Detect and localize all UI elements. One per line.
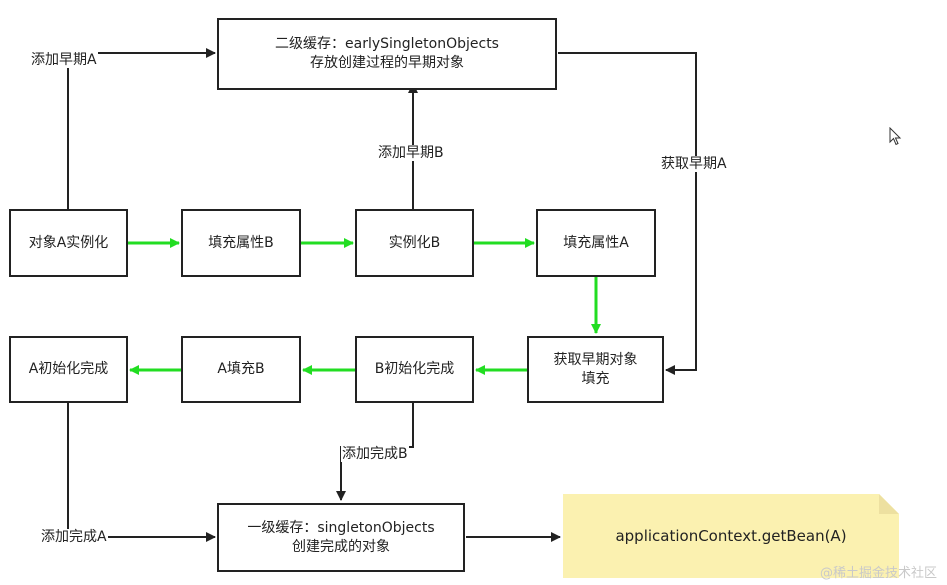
a-fill-b-label: A填充B <box>217 361 265 377</box>
edge-label-add-early-b: 添加早期B <box>377 145 445 161</box>
get-early-fill-box: 获取早期对象 填充 <box>527 336 664 403</box>
edge-label-add-done-b: 添加完成B <box>341 446 409 462</box>
fill-a-box: 填充属性A <box>536 209 656 277</box>
fill-b-box: 填充属性B <box>181 209 301 277</box>
edge-label-add-early-a: 添加早期A <box>30 52 98 68</box>
instantiate-a-box: 对象A实例化 <box>9 209 128 277</box>
mouse-cursor-icon <box>889 127 902 146</box>
edge-instantiate-a-to-cache-l2 <box>67 48 216 209</box>
note-text: applicationContext.getBean(A) <box>615 527 847 545</box>
cache-l1-title: 一级缓存：singletonObjects <box>247 519 435 536</box>
cache-l2-box: 二级缓存：earlySingletonObjects 存放创建过程的早期对象 <box>217 18 557 90</box>
fill-a-label: 填充属性A <box>563 234 629 251</box>
watermark: @稀土掘金技术社区 <box>819 566 937 581</box>
instantiate-a-label: 对象A实例化 <box>28 234 109 251</box>
edge-a-done-to-cache-l1 <box>67 403 216 542</box>
get-early-fill-line2: 填充 <box>581 370 610 387</box>
cache-l1-desc: 创建完成的对象 <box>292 538 390 555</box>
note-shape <box>563 494 899 578</box>
cache-l2-desc: 存放创建过程的早期对象 <box>310 55 464 71</box>
cache-l1-box: 一级缓存：singletonObjects 创建完成的对象 <box>217 503 465 572</box>
a-done-box: A初始化完成 <box>9 336 128 403</box>
edge-label-add-done-a: 添加完成A <box>40 529 108 545</box>
b-done-label: B初始化完成 <box>374 361 455 377</box>
get-early-fill-line1: 获取早期对象 <box>553 351 638 368</box>
cache-l2-title: 二级缓存：earlySingletonObjects <box>275 36 499 52</box>
instantiate-b-label: 实例化B <box>388 234 441 251</box>
a-done-label: A初始化完成 <box>28 361 109 377</box>
fill-b-label: 填充属性B <box>208 234 274 251</box>
a-fill-b-box: A填充B <box>181 336 301 403</box>
b-done-box: B初始化完成 <box>355 336 474 403</box>
instantiate-b-box: 实例化B <box>355 209 474 277</box>
edge-cache-l2-to-get-early <box>558 52 697 375</box>
edge-label-get-early-a: 获取早期A <box>660 156 728 172</box>
